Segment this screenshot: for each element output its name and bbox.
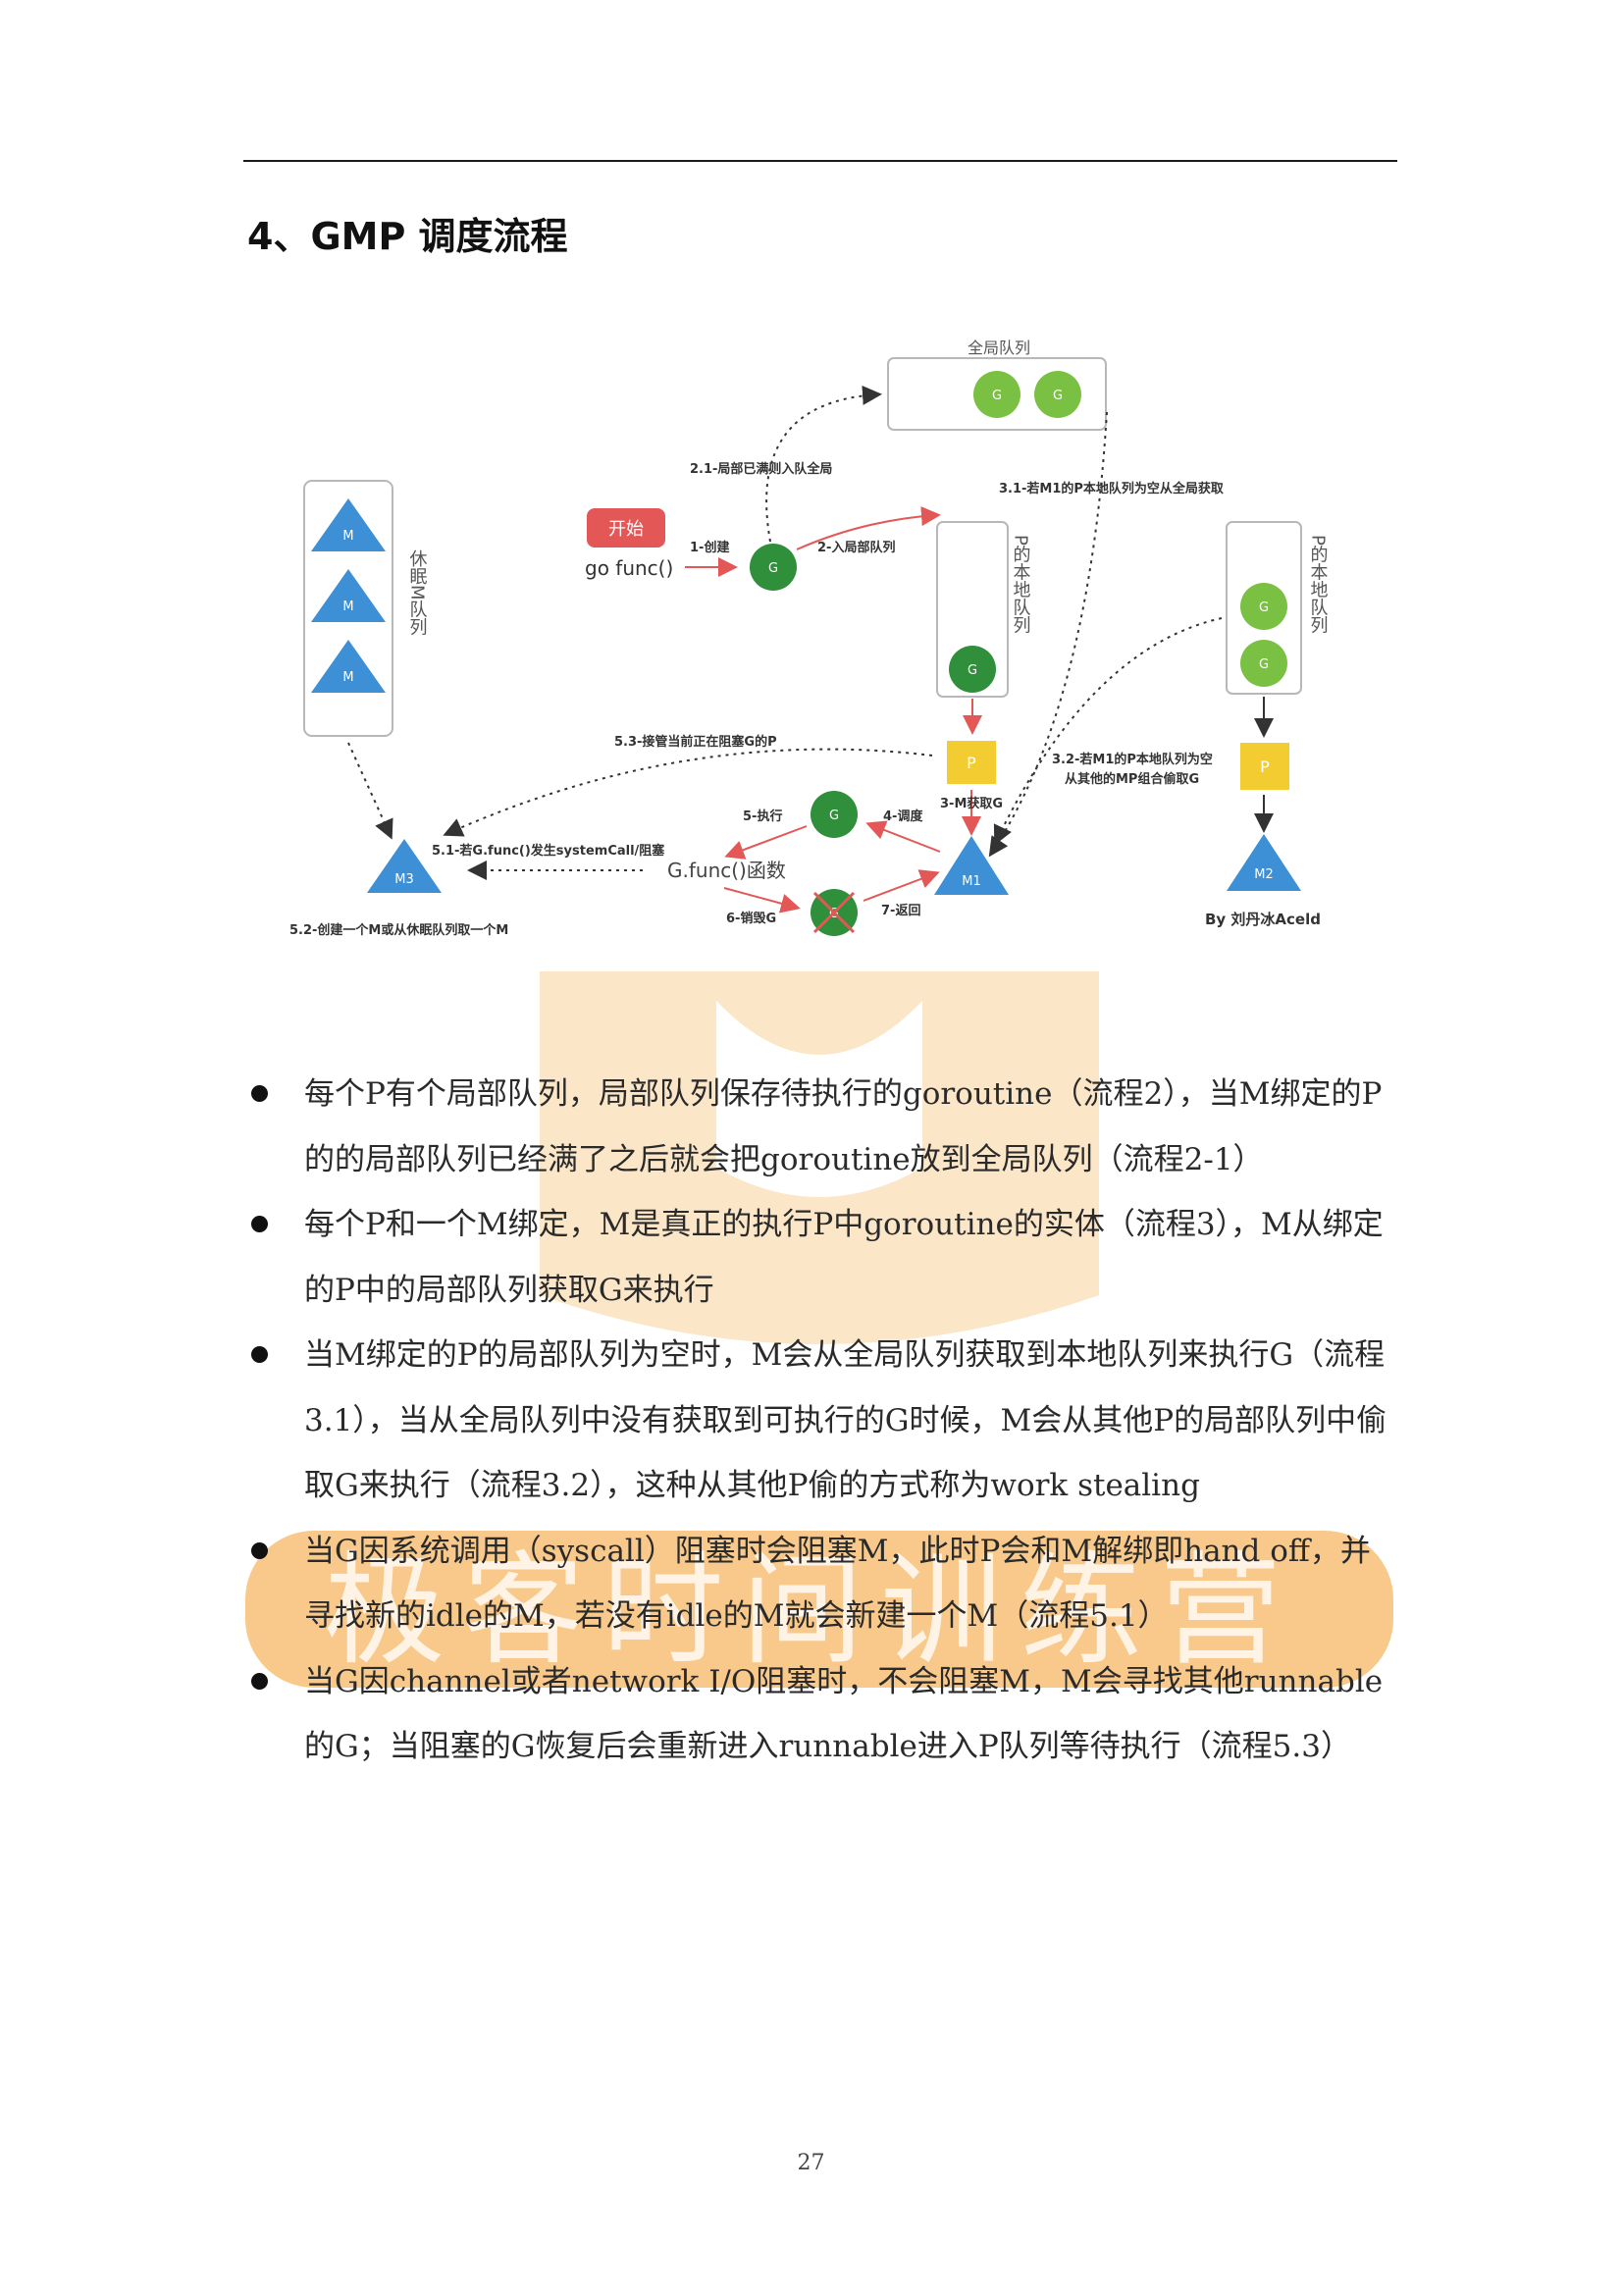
arrow-exec: [724, 825, 808, 860]
watermark-text: 极客时间训练营: [323, 1540, 1299, 1682]
svg-text:M2: M2: [1254, 867, 1274, 882]
local-queue-right-g1: G: [1240, 583, 1287, 630]
bullet-item: 当M绑定的P的局部队列为空时，M会从全局队列获取到本地队列来执行G（流程3.1）…: [247, 1323, 1395, 1519]
step-3-2-label-a: 3.2-若M1的P本地队列为空: [1052, 752, 1213, 767]
step-2-1-label: 2.1-局部已满则入队全局: [690, 461, 832, 477]
arrow-destroy: [723, 887, 801, 913]
step-4-label: 4-调度: [883, 809, 923, 824]
svg-text:G: G: [829, 809, 839, 823]
m3: M3: [367, 839, 442, 893]
sleep-queue-label: 休眠M队列: [407, 549, 428, 636]
m1: M1: [934, 836, 1009, 895]
sleep-m-1: M: [311, 498, 386, 551]
arrow-sleep-to-m3: [347, 742, 393, 840]
svg-text:M: M: [342, 600, 353, 614]
step-1-label: 1-创建: [690, 540, 729, 555]
new-g: G: [750, 544, 797, 591]
local-queue-right-g2: G: [1240, 640, 1287, 687]
svg-text:G: G: [1053, 389, 1063, 403]
p-mid: P: [947, 741, 996, 784]
svg-text:P: P: [967, 754, 976, 772]
section-title: 4、GMP 调度流程: [247, 215, 568, 258]
bullet-item: 当G因系统调用（syscall）阻塞时会阻塞M，此时P会和M解绑即hand of…: [247, 1519, 1395, 1649]
svg-text:G: G: [992, 389, 1002, 403]
local-queue-mid-box: [936, 521, 1009, 698]
step-7-label: 7-返回: [881, 904, 920, 918]
bullet-list: 每个P有个局部队列，局部队列保存待执行的goroutine（流程2），当M绑定的…: [247, 1062, 1395, 1780]
step-5-1-label: 5.1-若G.func()发生systemCall/阻塞: [432, 843, 665, 859]
arrow-return: [863, 869, 940, 902]
arrow-schedule: [865, 820, 941, 853]
svg-text:G: G: [1259, 657, 1269, 672]
sleep-m-2: M: [311, 569, 386, 622]
step-5-3-label: 5.3-接管当前正在阻塞G的P: [614, 734, 777, 750]
global-queue-g2: G: [1034, 371, 1081, 418]
watermark-logo: [245, 971, 1393, 1688]
step-3-label: 3-M获取G: [940, 796, 1003, 811]
step-5-label: 5-执行: [743, 809, 782, 824]
step-3-1-label: 3.1-若M1的P本地队列为空从全局获取: [999, 481, 1225, 496]
m2: M2: [1227, 834, 1301, 891]
sleep-m-3: M: [311, 640, 386, 693]
page-number: 27: [797, 2151, 825, 2175]
svg-text:开始: 开始: [608, 519, 644, 540]
arrow-global-to-m1: [988, 411, 1108, 858]
svg-text:G: G: [768, 561, 778, 576]
gmp-diagram: 全局队列 G G M M M 休眠M队列 开始 go func() 1-创建 G…: [289, 339, 1329, 938]
local-queue-mid-label: P的本地队列: [1011, 535, 1031, 634]
arrow-steal: [993, 617, 1223, 846]
start-button: 开始: [587, 508, 665, 548]
svg-text:G: G: [1259, 600, 1269, 615]
svg-text:P: P: [1260, 757, 1270, 776]
global-queue-label: 全局队列: [968, 339, 1030, 357]
svg-text:M1: M1: [962, 874, 981, 889]
svg-text:M3: M3: [394, 872, 414, 887]
step-2-label: 2-入局部队列: [817, 540, 895, 555]
step-5-2-label: 5.2-创建一个M或从休眠队列取一个M: [289, 922, 508, 938]
bullet-item: 每个P和一个M绑定，M是真正的执行P中goroutine的实体（流程3），M从绑…: [247, 1192, 1395, 1323]
arrow-handoff: [443, 748, 933, 837]
arrow-to-global: [765, 385, 882, 543]
bullet-item: 当G因channel或者network I/O阻塞时，不会阻塞M，M会寻找其他r…: [247, 1649, 1395, 1780]
credit-label: By 刘丹冰Aceld: [1205, 911, 1321, 928]
exec-g: G: [811, 791, 858, 838]
global-queue-g1: G: [973, 371, 1020, 418]
gfunc-label: G.func()函数: [667, 859, 786, 882]
bullet-item: 每个P有个局部队列，局部队列保存待执行的goroutine（流程2），当M绑定的…: [247, 1062, 1395, 1192]
local-queue-right-label: P的本地队列: [1308, 535, 1329, 634]
go-func-label: go func(): [585, 556, 673, 580]
arrow-to-local: [796, 506, 941, 550]
step-3-2-label-b: 从其他的MP组合偷取G: [1065, 771, 1199, 787]
step-6-label: 6-销毁G: [726, 911, 776, 926]
svg-text:M: M: [342, 529, 353, 544]
p-right: P: [1240, 743, 1289, 790]
svg-text:M: M: [342, 670, 353, 685]
svg-text:G: G: [968, 663, 977, 678]
destroyed-g: G: [811, 889, 858, 936]
header-rule: [243, 160, 1397, 162]
local-queue-mid-g: G: [949, 646, 996, 693]
